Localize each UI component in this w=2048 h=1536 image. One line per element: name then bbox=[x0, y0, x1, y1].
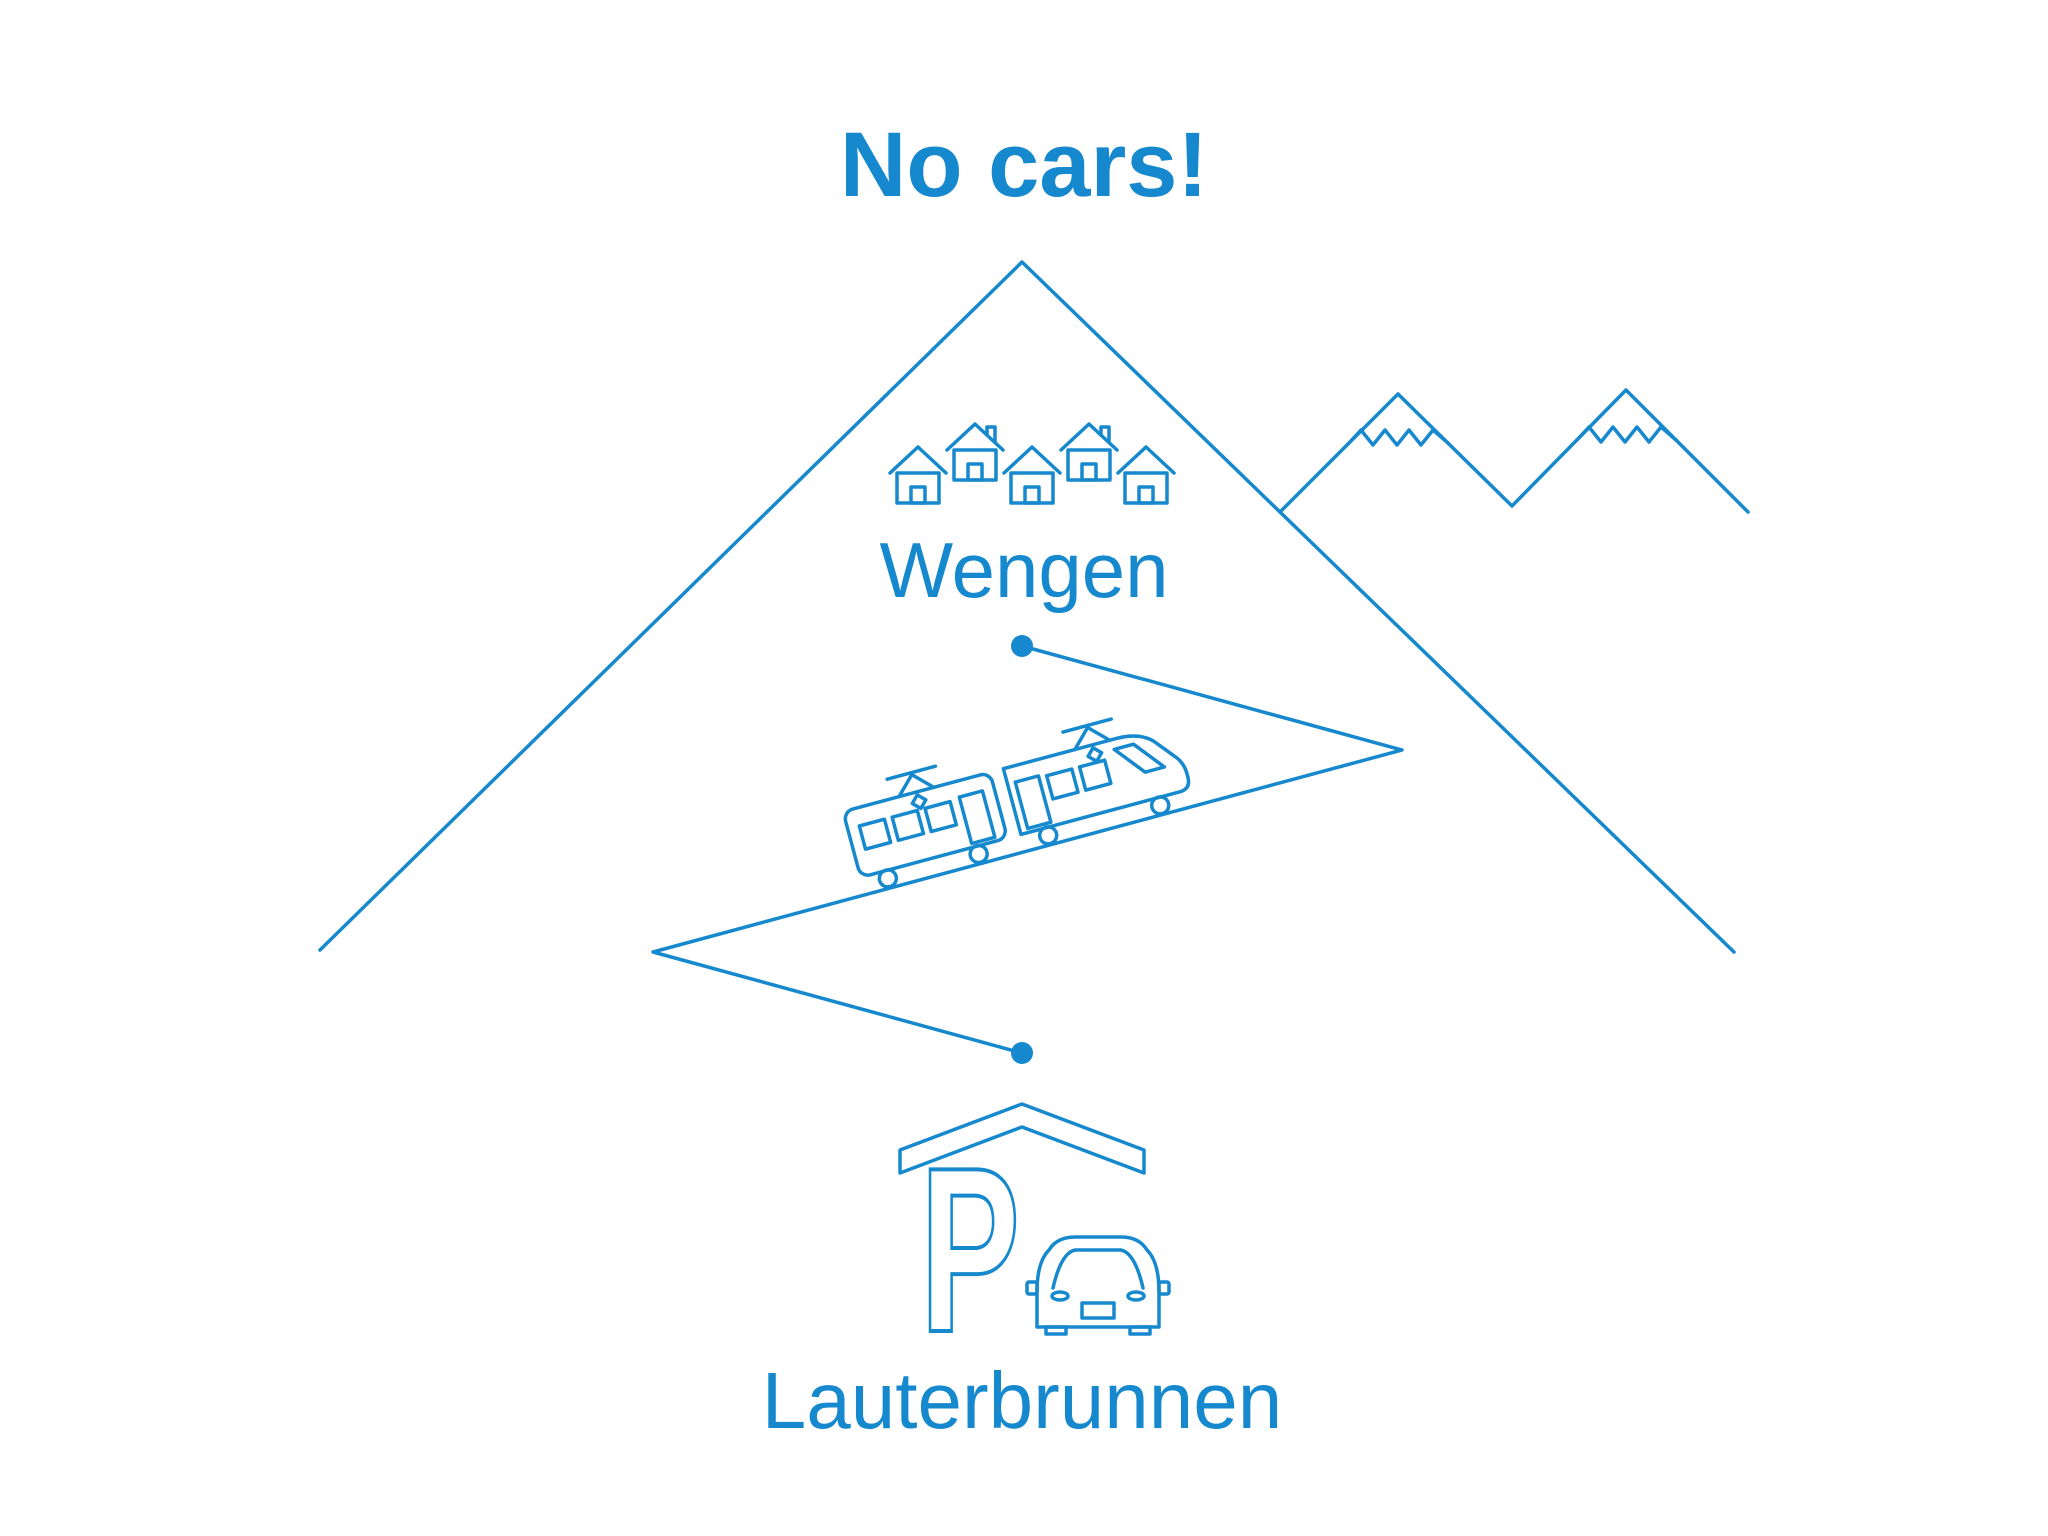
parking-letter: P bbox=[920, 1118, 1020, 1381]
train-door bbox=[1013, 774, 1053, 831]
car-wheel bbox=[1044, 1325, 1068, 1336]
lower-station-label: Lauterbrunnen bbox=[762, 1356, 1282, 1445]
train-window bbox=[890, 808, 926, 843]
house-icon bbox=[1059, 422, 1119, 482]
train-window bbox=[1044, 767, 1080, 801]
car-windshield bbox=[1051, 1248, 1145, 1290]
mountain-outline bbox=[318, 260, 1736, 954]
train-wheel bbox=[1149, 795, 1171, 816]
car-headlight bbox=[1126, 1290, 1146, 1302]
covered-parking-icon: P bbox=[898, 1102, 1171, 1383]
car-front-icon bbox=[1025, 1235, 1171, 1336]
village-houses-icon bbox=[888, 422, 1176, 505]
snowcapped-peaks-icon bbox=[1278, 388, 1750, 514]
house-icon bbox=[1002, 445, 1062, 505]
house-icon bbox=[1116, 445, 1176, 505]
train-wheel bbox=[968, 843, 989, 865]
snowcap-zigzag-left bbox=[1347, 428, 1450, 447]
train-wheel bbox=[1037, 825, 1059, 846]
upper-station-label: Wengen bbox=[879, 526, 1168, 614]
title: No cars! bbox=[840, 114, 1208, 216]
car-mirror bbox=[1157, 1280, 1171, 1296]
snowcap-zigzag-right bbox=[1575, 425, 1678, 444]
car-body bbox=[1035, 1235, 1161, 1329]
peaks-outline bbox=[1278, 388, 1750, 514]
house-icon bbox=[888, 445, 948, 505]
train-front-car bbox=[1001, 734, 1191, 837]
train-rear-car bbox=[843, 772, 1007, 877]
train-window bbox=[857, 817, 893, 851]
car-wheel bbox=[1128, 1325, 1152, 1336]
lauterbrunnen-station-dot bbox=[1011, 1042, 1033, 1064]
parking-roof bbox=[898, 1102, 1146, 1175]
train-window bbox=[923, 799, 959, 834]
car-headlight bbox=[1050, 1290, 1070, 1302]
house-icon bbox=[945, 422, 1005, 482]
train-logo-diamond bbox=[1086, 746, 1104, 764]
train-wheel bbox=[877, 868, 899, 889]
car-license-plate bbox=[1080, 1301, 1116, 1320]
pantograph-icon bbox=[885, 764, 938, 799]
train-windshield bbox=[1112, 742, 1167, 774]
car-mirror bbox=[1025, 1280, 1039, 1296]
pantograph-icon bbox=[1061, 717, 1113, 752]
train-logo-diamond bbox=[910, 793, 928, 811]
train-window bbox=[1077, 758, 1113, 792]
train-door bbox=[957, 789, 997, 846]
railway-zigzag-line bbox=[651, 644, 1404, 1055]
cogwheel-train-icon bbox=[843, 717, 1191, 889]
wengen-station-dot bbox=[1011, 635, 1033, 657]
